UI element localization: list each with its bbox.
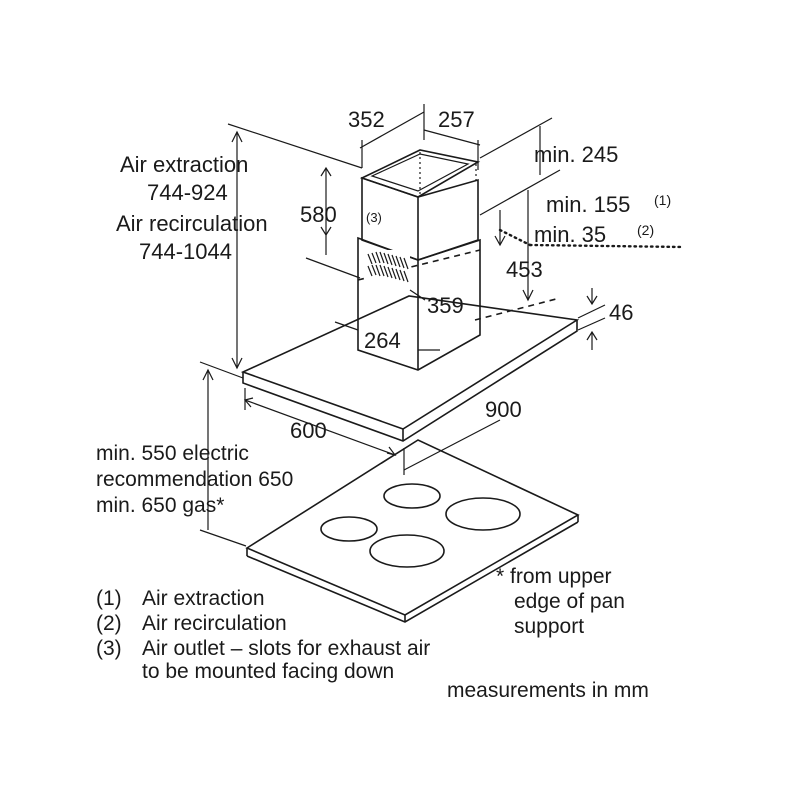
exhaust-slots: [366, 250, 410, 283]
dim-chimney-height: 580: [300, 202, 337, 227]
height-ranges: Air extraction 744-924 Air recirculation…: [116, 152, 268, 264]
dim-offset: 453: [506, 257, 543, 282]
hob-distance-line-1: min. 550 electric: [96, 442, 249, 465]
units-note: measurements in mm: [447, 679, 649, 702]
legend-num: (3): [96, 637, 122, 660]
ref-extraction: (1): [654, 192, 671, 208]
hood-canopy: [240, 295, 580, 442]
ref-recirculation: (2): [637, 222, 654, 238]
footnote-line-2: edge of pan: [514, 590, 625, 613]
extraction-height-value: 744-924: [147, 180, 228, 205]
dimension-lines: [199, 104, 684, 547]
hob-burner: [320, 516, 378, 542]
dim-chimney-width: 352: [348, 107, 385, 132]
hob-burner: [383, 483, 441, 509]
hob-burner: [369, 534, 445, 568]
dim-extraction-clearance: min. 155: [546, 192, 630, 217]
dim-canopy-thickness: 46: [609, 300, 633, 325]
footnote-line-3: support: [514, 615, 584, 638]
dim-lower-width: 264: [364, 328, 401, 353]
recirculation-height-value: 744-1044: [139, 239, 232, 264]
hob-surface: [245, 439, 580, 616]
legend-text: Air extraction: [142, 587, 265, 610]
legend-num: (2): [96, 612, 122, 635]
dim-recirculation-clearance: min. 35: [534, 222, 606, 247]
legend-text: Air recirculation: [142, 612, 287, 635]
legend-text: Air outlet – slots for exhaust air: [142, 637, 430, 660]
dim-lower-depth: 359: [427, 293, 464, 318]
hob-distance-line-3: min. 650 gas*: [96, 494, 224, 517]
extraction-height-label: Air extraction: [120, 152, 248, 177]
footnote: * from upper edge of pan support: [496, 565, 625, 638]
dimension-labels: 352 257 580 min. 245 min. 155 (1) min. 3…: [290, 107, 671, 443]
hob: [245, 439, 580, 623]
ref-exhaust-slots: (3): [366, 210, 382, 225]
dim-chimney-depth: 257: [438, 107, 475, 132]
recirculation-height-label: Air recirculation: [116, 211, 268, 236]
legend-num: (1): [96, 587, 122, 610]
legend: (1) Air extraction (2) Air recirculation…: [96, 587, 430, 683]
footnote-line-1: * from upper: [496, 565, 612, 588]
legend-text: to be mounted facing down: [142, 660, 394, 683]
dim-top-clearance: min. 245: [534, 142, 618, 167]
hob-distance-note: min. 550 electric recommendation 650 min…: [96, 442, 293, 517]
hob-burner: [445, 497, 521, 531]
dim-hood-width: 900: [485, 397, 522, 422]
hob-distance-line-2: recommendation 650: [96, 468, 293, 491]
dim-hood-depth: 600: [290, 418, 327, 443]
